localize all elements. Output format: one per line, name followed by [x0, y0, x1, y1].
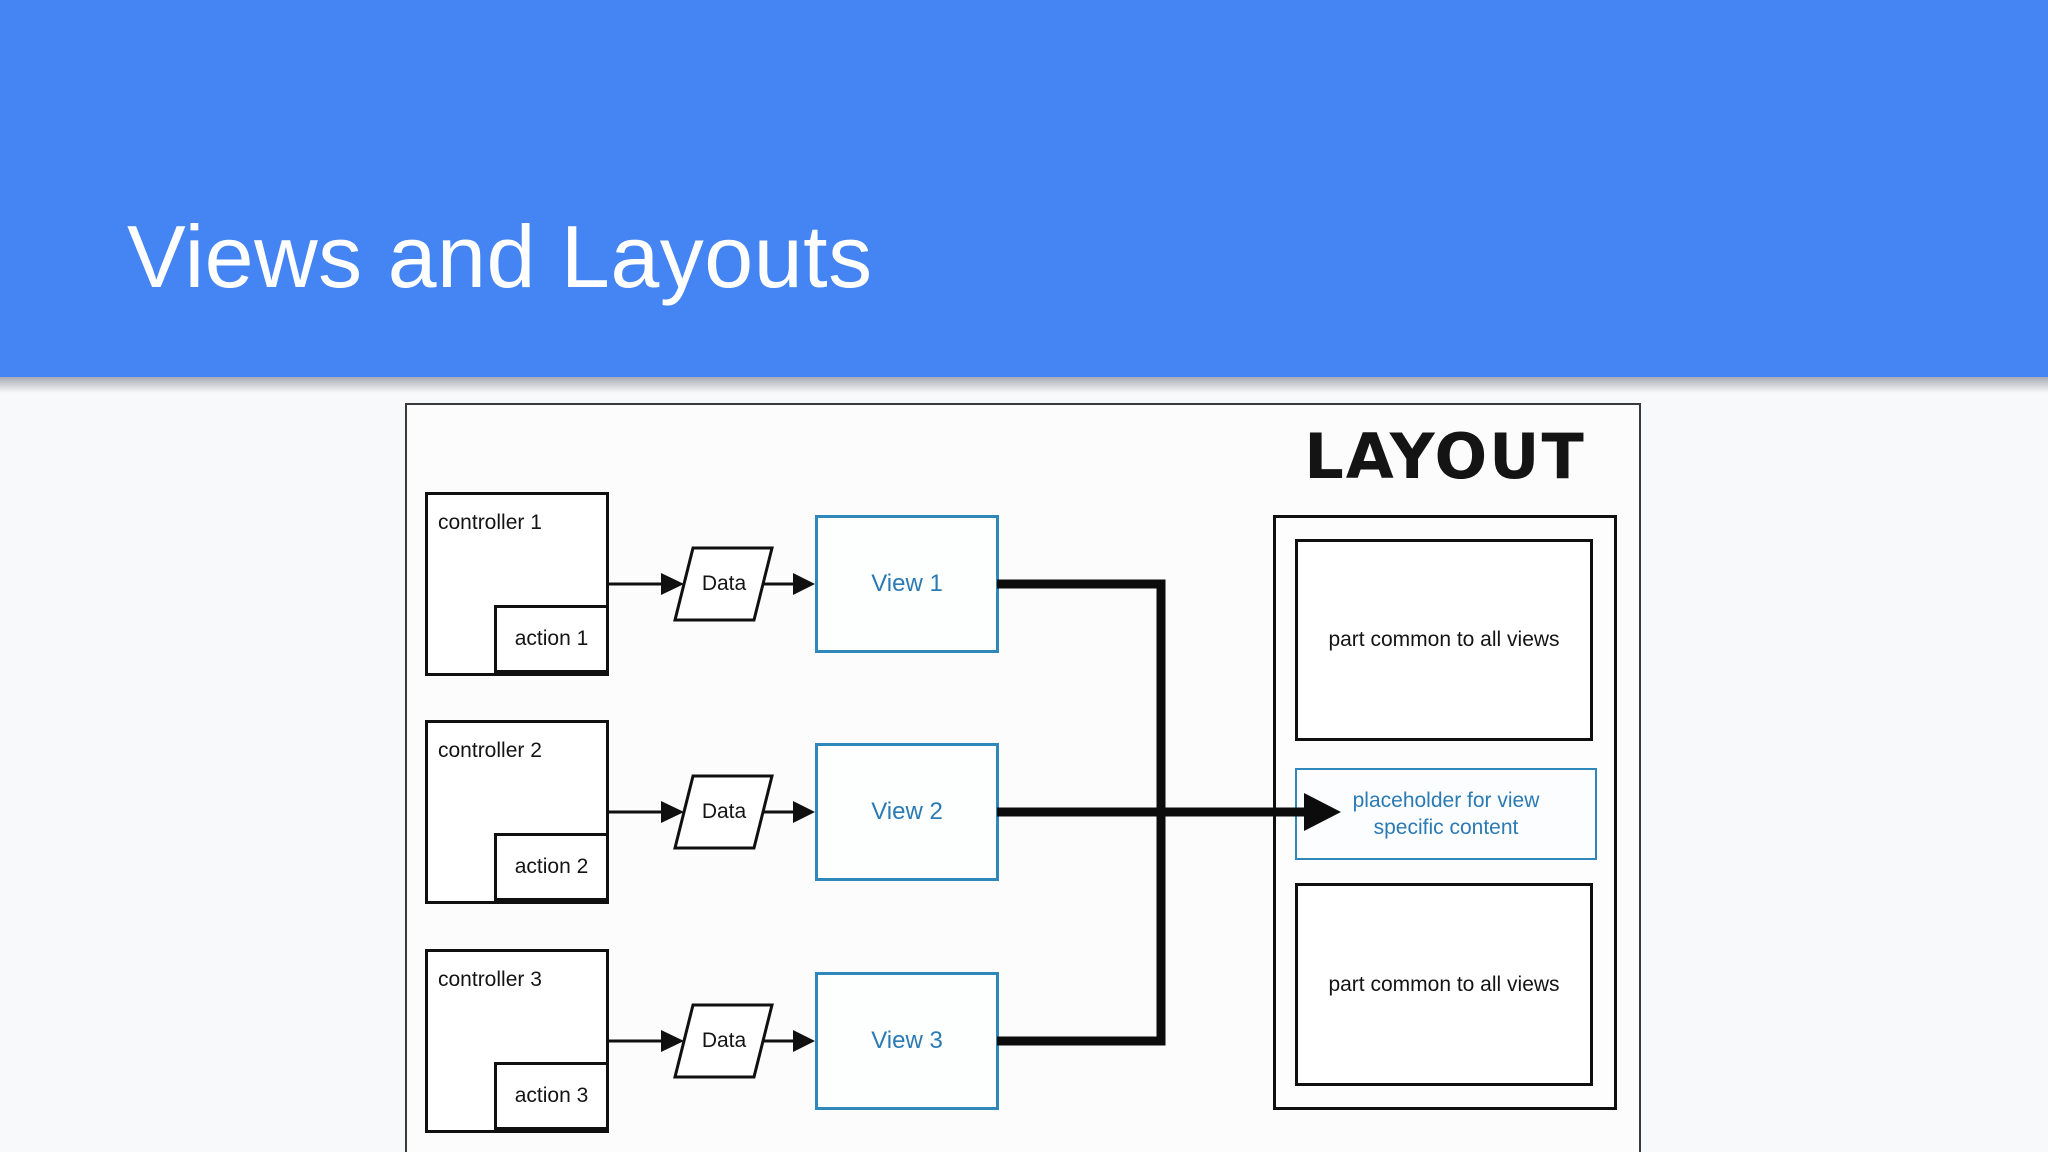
action-1-box: action 1	[494, 605, 609, 673]
data-1-label: Data	[701, 572, 747, 595]
controller-3-label: controller 3	[438, 968, 542, 991]
header-band: Views and Layouts	[0, 0, 2048, 393]
view-3-label: View 3	[871, 1027, 943, 1054]
layout-heading: LAYOUT	[1304, 420, 1586, 493]
view-3-box: View 3	[815, 972, 999, 1110]
controller-1-label: controller 1	[438, 511, 542, 534]
controller-2-box: controller 2	[425, 720, 609, 904]
data-2-label: Data	[701, 800, 747, 823]
action-3-label: action 3	[514, 1084, 589, 1107]
view-2-label: View 2	[871, 798, 943, 825]
layout-placeholder-box: placeholder for view specific content	[1295, 768, 1597, 860]
data-3-label: Data	[701, 1029, 747, 1052]
page-title: Views and Layouts	[127, 207, 873, 306]
view-1-box: View 1	[815, 515, 999, 653]
action-1-label: action 1	[514, 627, 589, 650]
layout-common-top-box: part common to all views	[1295, 539, 1593, 741]
action-2-box: action 2	[494, 833, 609, 901]
action-2-label: action 2	[514, 855, 589, 878]
action-3-box: action 3	[494, 1062, 609, 1130]
layout-common-bottom-box: part common to all views	[1295, 883, 1593, 1086]
view-1-label: View 1	[871, 570, 943, 597]
controller-2-label: controller 2	[438, 739, 542, 762]
view-2-box: View 2	[815, 743, 999, 881]
